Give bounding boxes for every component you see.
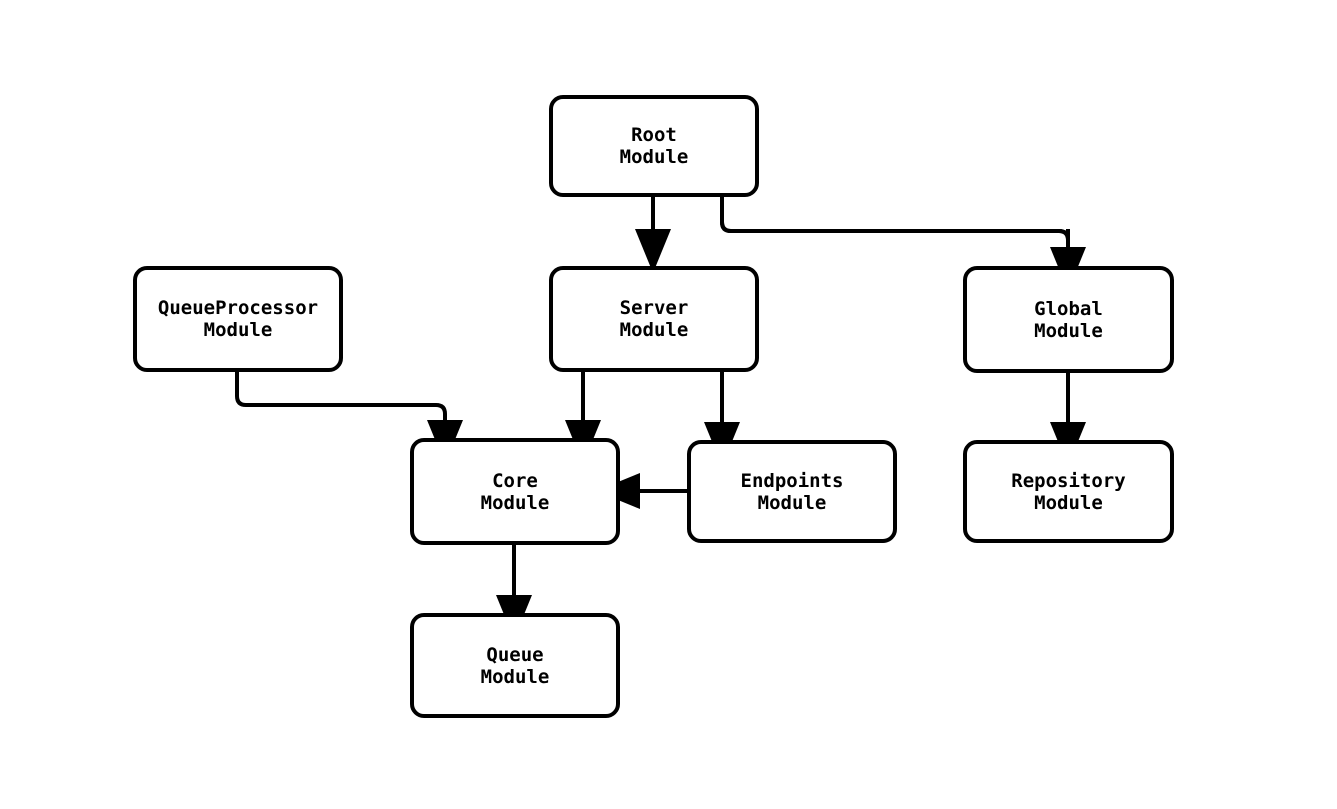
node-repository-module-label-line2: Module [1034, 491, 1103, 514]
node-core-module[interactable]: Core Module [410, 438, 620, 545]
node-server-module-label-line2: Module [619, 319, 689, 341]
node-queue-module-label-line1: Queue [486, 643, 544, 666]
node-endpoints-module-label-line2: Module [757, 491, 827, 514]
node-queueprocessor-module-label-line1: QueueProcessor [157, 297, 319, 319]
node-server-module-label-line1: Server [619, 297, 689, 319]
node-root-module-label-line2: Module [619, 146, 689, 168]
node-root-module[interactable]: Root Module [549, 95, 759, 197]
node-queueprocessor-module-label-line2: Module [203, 319, 273, 341]
edge-queueprocessor-core [235, 372, 463, 464]
edge-root-global [720, 197, 1086, 291]
node-repository-module-label-line1: Repository [1011, 469, 1126, 492]
node-queue-module-label-line2: Module [480, 665, 550, 688]
node-endpoints-module-label-line1: Endpoints [740, 469, 844, 492]
node-queueprocessor-module[interactable]: QueueProcessor Module [133, 266, 343, 372]
node-root-module-label-line1: Root [631, 124, 677, 146]
node-global-module-label-line1: Global [1034, 297, 1103, 320]
node-core-module-label-line1: Core [492, 469, 538, 492]
node-endpoints-module[interactable]: Endpoints Module [687, 440, 897, 543]
node-server-module[interactable]: Server Module [549, 266, 759, 372]
node-core-module-label-line2: Module [480, 491, 550, 514]
node-repository-module[interactable]: Repository Module [963, 440, 1174, 543]
node-global-module[interactable]: Global Module [963, 266, 1174, 373]
node-queue-module[interactable]: Queue Module [410, 613, 620, 718]
node-global-module-label-line2: Module [1034, 319, 1103, 342]
